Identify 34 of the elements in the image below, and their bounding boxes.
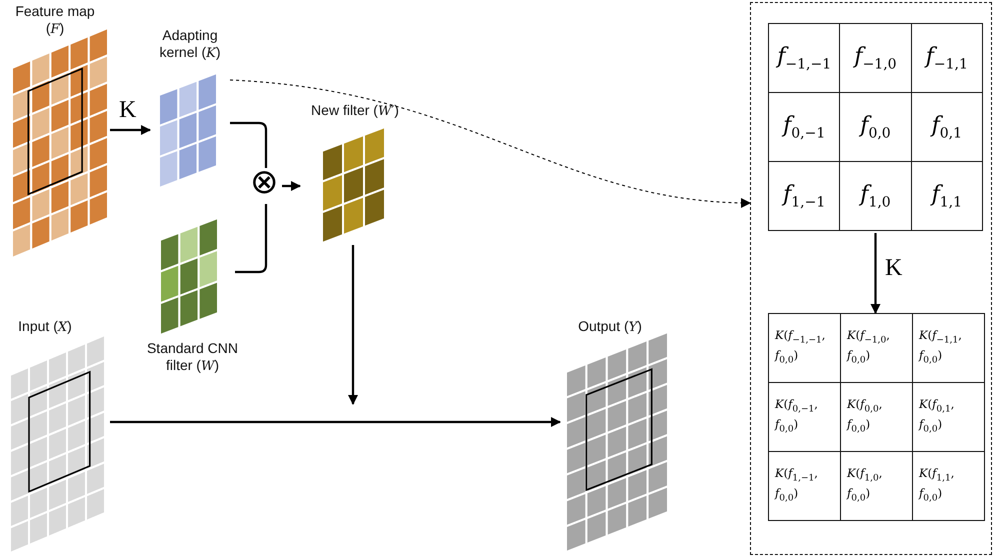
multiply-operator: ⊗ — [250, 162, 278, 202]
table-cell: K(f$_{0,1}$, f$_{0,0}$) — [912, 382, 984, 452]
table-cell: K(f$_{0,0}$, f$_{0,0}$) — [840, 382, 912, 452]
table-cell: K(f$_{1,0}$, f$_{0,0}$) — [840, 452, 912, 520]
grid-caption: Adapting kernel (K) — [158, 27, 222, 62]
table-cell: f$_{1,0}$ — [840, 162, 912, 230]
table-cell: f$_{0,−1}$ — [768, 92, 840, 162]
dashed-panel — [750, 2, 992, 555]
table-cell: f$_{0,0}$ — [840, 92, 912, 162]
grid-caption: Standard CNN filter (W) — [146, 340, 240, 375]
table-cell: f$_{−1,1}$ — [911, 24, 982, 92]
arrow — [348, 245, 358, 405]
table-cell: K(f$_{−1,0}$, f$_{0,0}$) — [840, 314, 912, 382]
arrow — [110, 417, 561, 427]
table-cell: f$_{0,1}$ — [911, 92, 982, 162]
table-cell: K(f$_{1,1}$, f$_{0,0}$) — [912, 452, 984, 520]
table-cell: f$_{1,−1}$ — [768, 162, 840, 230]
table-cell: K(f$_{−1,1}$, f$_{0,0}$) — [912, 314, 984, 382]
grid-caption: Input (X) — [17, 318, 73, 336]
connector-line — [235, 204, 268, 274]
table-cell: K(f$_{0,−1}$, f$_{0,0}$) — [768, 382, 840, 452]
arrow — [110, 125, 151, 135]
arrow — [282, 181, 301, 191]
arrow — [870, 233, 880, 314]
grid-caption: Feature map (F) — [14, 3, 96, 38]
table-cell: f$_{1,1}$ — [911, 162, 982, 230]
connector-line — [230, 122, 268, 168]
grid-caption: Output (Y) — [577, 318, 643, 336]
table-cell: f$_{−1,−1}$ — [768, 24, 840, 92]
arrow — [230, 80, 751, 208]
table-cell: f$_{−1,0}$ — [840, 24, 912, 92]
table-cell: K(f$_{−1,−1}$, f$_{0,0}$) — [768, 314, 840, 382]
grid-caption: New filter (W′) — [310, 102, 400, 120]
table-cell: K(f$_{1,−1}$, f$_{0,0}$) — [768, 452, 840, 520]
